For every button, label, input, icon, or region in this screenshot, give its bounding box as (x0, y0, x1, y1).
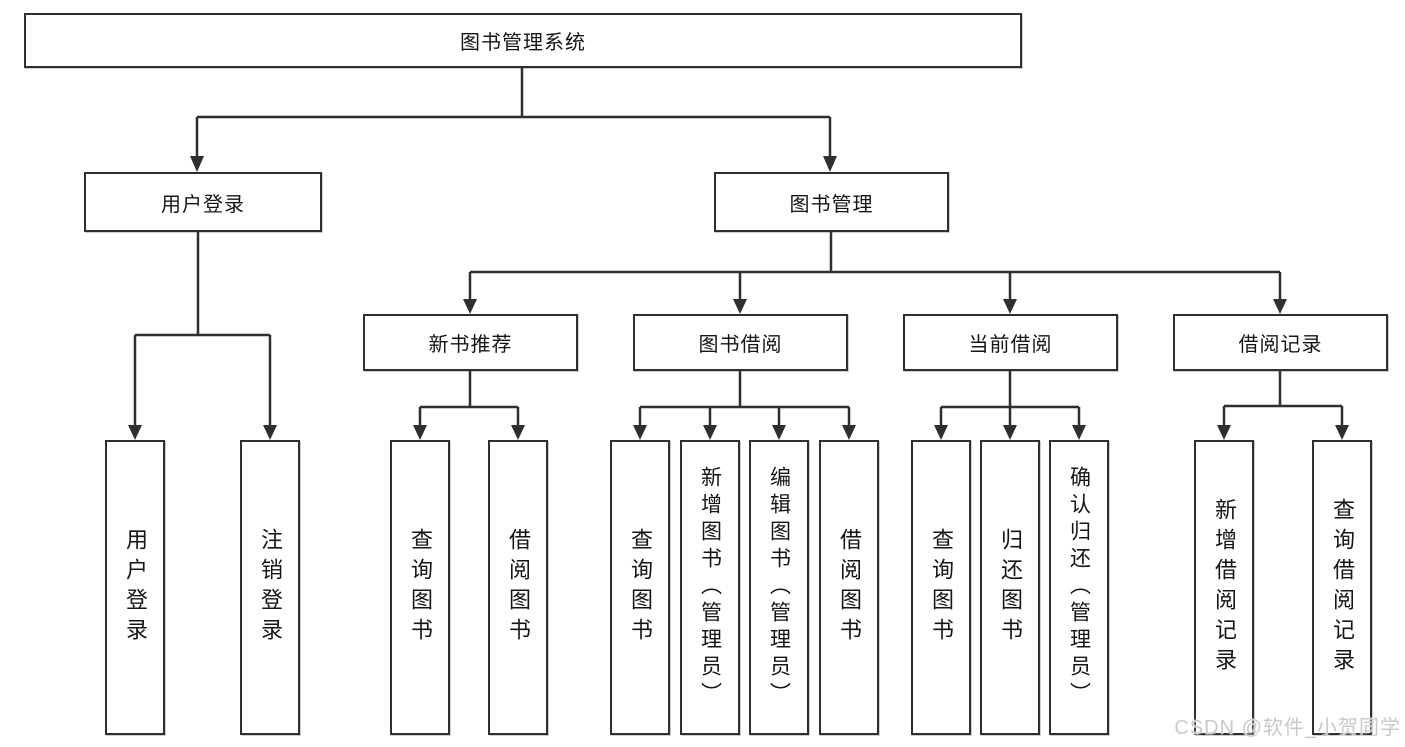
leaf-user-login: 用户登录 (105, 440, 165, 735)
leaf-label: 查询图书 (628, 527, 653, 648)
leaf-cb-confirm-return: 确认归还（管理员） (1049, 440, 1109, 735)
leaf-bb-query-books: 查询图书 (610, 440, 670, 735)
node-root: 图书管理系统 (24, 13, 1022, 68)
node-current-borrow: 当前借阅 (903, 314, 1118, 371)
leaf-bb-edit-books: 编辑图书（管理员） (749, 440, 809, 735)
leaf-label: 借阅图书 (837, 527, 862, 648)
leaf-label: 用户登录 (123, 527, 148, 648)
leaf-br-query-record: 查询借阅记录 (1312, 440, 1372, 735)
leaf-label: 查询图书 (408, 527, 433, 648)
leaf-nbr-borrow-books: 借阅图书 (488, 440, 548, 735)
leaf-label: 确认归还（管理员） (1067, 466, 1091, 709)
arrowhead-icons (128, 156, 1349, 440)
leaf-label: 借阅图书 (506, 527, 531, 648)
leaf-cb-return-books: 归还图书 (980, 440, 1040, 735)
watermark: CSDN @软件_小贺同学 (1174, 717, 1401, 739)
node-borrow-records: 借阅记录 (1173, 314, 1388, 371)
leaf-label: 编辑图书（管理员） (767, 466, 791, 709)
leaf-label: 新增借阅记录 (1212, 497, 1237, 678)
leaf-label: 新增图书（管理员） (698, 466, 722, 709)
leaf-label: 注销登录 (258, 527, 283, 648)
leaf-label: 查询借阅记录 (1330, 497, 1355, 678)
leaf-bb-add-books: 新增图书（管理员） (680, 440, 740, 735)
leaf-label: 查询图书 (929, 527, 954, 648)
leaf-br-add-record: 新增借阅记录 (1194, 440, 1254, 735)
leaf-logout: 注销登录 (240, 440, 300, 735)
leaf-bb-borrow-books: 借阅图书 (819, 440, 879, 735)
connector-paths (133, 68, 1344, 427)
node-book-management: 图书管理 (714, 172, 949, 232)
leaf-cb-query-books: 查询图书 (911, 440, 971, 735)
node-user-login: 用户登录 (84, 172, 322, 232)
node-new-book-recommend: 新书推荐 (363, 314, 578, 371)
leaf-nbr-query-books: 查询图书 (390, 440, 450, 735)
node-book-borrow: 图书借阅 (633, 314, 848, 371)
leaf-label: 归还图书 (998, 527, 1023, 648)
